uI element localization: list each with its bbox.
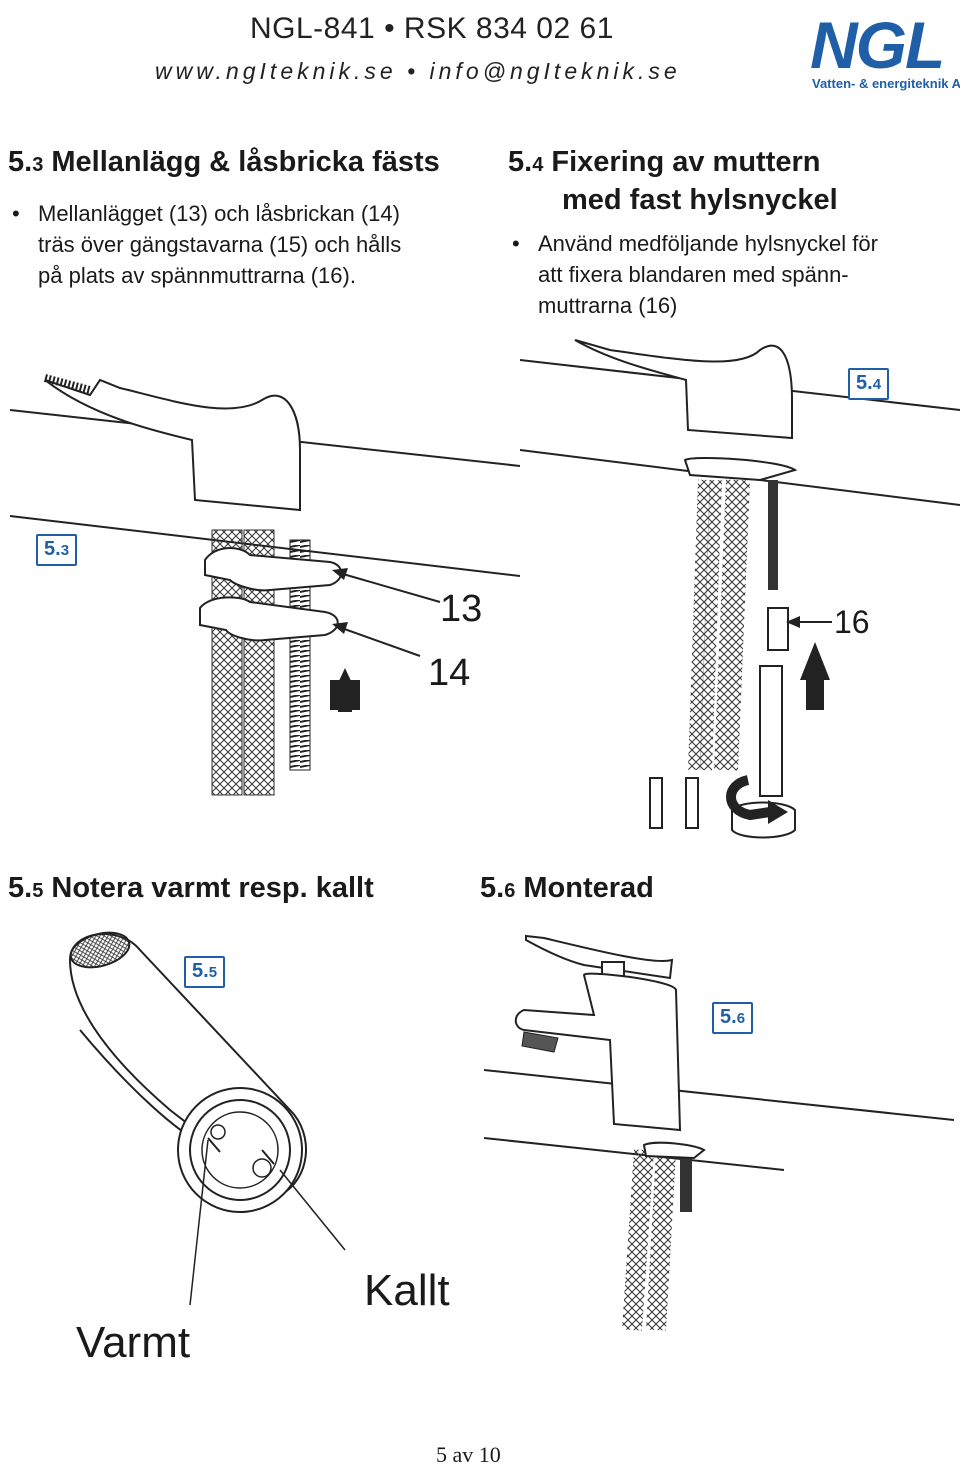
bullet-icon: •	[12, 201, 20, 226]
step-title-text: Notera varmt resp. kallt	[51, 872, 374, 904]
step-5-4-title: 5.4 Fixering av muttern	[508, 146, 821, 179]
step-number-minor: 5	[32, 880, 44, 902]
badge-5-6: 5.6	[712, 1002, 754, 1034]
badge-major: 5.	[720, 1006, 737, 1028]
bullet-line: på plats av spännmuttrarna (16).	[38, 263, 356, 288]
step-number-minor: 3	[32, 154, 44, 176]
label-warm: Varmt	[76, 1318, 191, 1367]
badge-minor: 6	[736, 1010, 746, 1027]
badge-minor: 5	[208, 964, 218, 981]
bullet-line: muttrarna (16)	[538, 293, 678, 318]
contact-line: www.ngIteknik.se • info@ngIteknik.se	[155, 58, 681, 84]
bullet-line: att fixera blandaren med spänn-	[538, 262, 849, 287]
badge-major: 5.	[856, 372, 873, 394]
bullet-line: träs över gängstavarna (15) och hålls	[38, 232, 402, 257]
badge-major: 5.	[192, 960, 209, 982]
label-cold: Kallt	[364, 1266, 450, 1315]
illustration-5-3	[9, 374, 520, 796]
badge-5-4: 5.4	[848, 368, 890, 400]
step-number-minor: 4	[532, 154, 544, 176]
logo-wordmark: NGL	[810, 8, 943, 82]
callout-13: 13	[440, 588, 483, 630]
document-code: NGL-841 • RSK 834 02 61	[250, 12, 614, 45]
step-number: 5.	[8, 146, 33, 178]
step-5-4-title-line2: med fast hylsnyckel	[562, 184, 838, 216]
badge-major: 5.	[44, 538, 61, 560]
badge-5-3: 5.3	[36, 534, 78, 566]
bullet-icon: •	[512, 231, 520, 256]
badge-5-5: 5.5	[184, 956, 226, 988]
step-5-6-title: 5.6 Monterad	[480, 872, 654, 905]
page-number: 5 av 10	[436, 1442, 501, 1467]
illustration-5-5	[68, 931, 346, 1306]
step-5-3-title: 5.3 Mellanlägg & låsbricka fästs	[8, 146, 440, 179]
step-title-text: Mellanlägg & låsbricka fästs	[51, 146, 440, 178]
callout-16: 16	[834, 604, 870, 640]
callout-14: 14	[428, 652, 471, 694]
logo-tagline: Vatten- & energiteknik AB	[812, 76, 960, 91]
step-number: 5.	[8, 872, 33, 904]
illustration-5-4	[520, 339, 960, 839]
badge-minor: 4	[872, 376, 882, 393]
step-number-minor: 6	[504, 880, 516, 902]
step-number: 5.	[508, 146, 533, 178]
bullet-line: Mellanlägget (13) och låsbrickan (14)	[38, 201, 400, 226]
step-title-text: Monterad	[523, 872, 654, 904]
bullet-line: Använd medföljande hylsnyckel för	[538, 231, 878, 256]
step-5-3-bullet: • Mellanlägget (13) och låsbrickan (14) …	[12, 198, 478, 291]
badge-minor: 3	[60, 542, 70, 559]
illustration-5-6	[484, 934, 954, 1331]
ngl-logo: NGL Vatten- & energiteknik AB	[806, 6, 960, 98]
step-5-5-title: 5.5 Notera varmt resp. kallt	[8, 872, 374, 905]
step-title-text: Fixering av muttern	[551, 146, 821, 178]
step-number: 5.	[480, 872, 505, 904]
step-5-4-bullet: • Använd medföljande hylsnyckel för att …	[512, 228, 958, 321]
